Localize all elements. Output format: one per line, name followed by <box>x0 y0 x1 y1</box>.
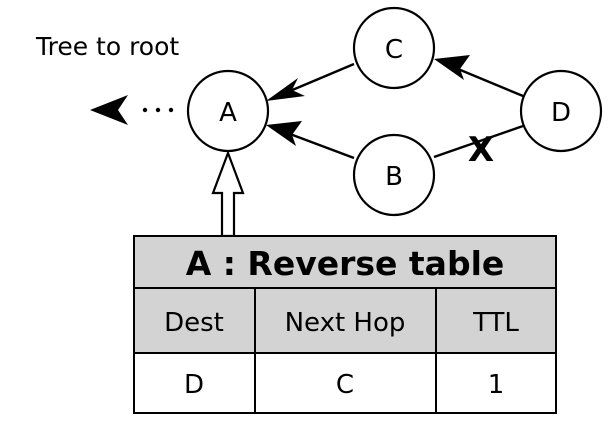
edge-d-to-c-arrowhead <box>434 55 470 80</box>
table-cell-dest: D <box>184 370 204 400</box>
edge-c-to-a-arrowhead <box>266 78 305 101</box>
column-header-next-hop: Next Hop <box>285 308 406 338</box>
edge-d-to-c <box>434 55 524 98</box>
node-a-label: A <box>219 98 237 128</box>
table-body-bg <box>134 353 556 413</box>
to-root-arrow <box>90 95 174 125</box>
node-b: B <box>352 133 436 217</box>
edge-d-to-b-broken: X <box>433 124 524 170</box>
table-cell-next-hop: C <box>336 370 354 400</box>
node-b-label: B <box>385 162 403 192</box>
caption-label: Tree to root <box>35 32 179 61</box>
edge-b-to-a <box>266 121 355 160</box>
node-d-label: D <box>551 98 571 128</box>
broken-link-mark: X <box>468 130 494 170</box>
reverse-table: A : Reverse table Dest Next Hop TTL D C … <box>133 235 557 414</box>
table-header-bg <box>134 236 556 353</box>
column-header-dest: Dest <box>164 308 224 338</box>
to-root-arrowhead <box>90 95 128 125</box>
column-header-ttl: TTL <box>472 308 519 338</box>
node-a: A <box>186 69 270 153</box>
node-c: C <box>352 6 436 90</box>
table-to-node-arrow <box>211 149 245 238</box>
edge-b-to-a-arrowhead <box>266 121 302 146</box>
table-cell-ttl: 1 <box>488 370 505 400</box>
node-c-label: C <box>385 35 403 65</box>
table-title: A : Reverse table <box>186 244 505 283</box>
node-d: D <box>519 69 603 153</box>
to-root-dot <box>155 107 161 113</box>
edge-c-to-a <box>266 62 355 101</box>
to-root-dot <box>168 107 174 113</box>
to-root-dot <box>142 107 148 113</box>
